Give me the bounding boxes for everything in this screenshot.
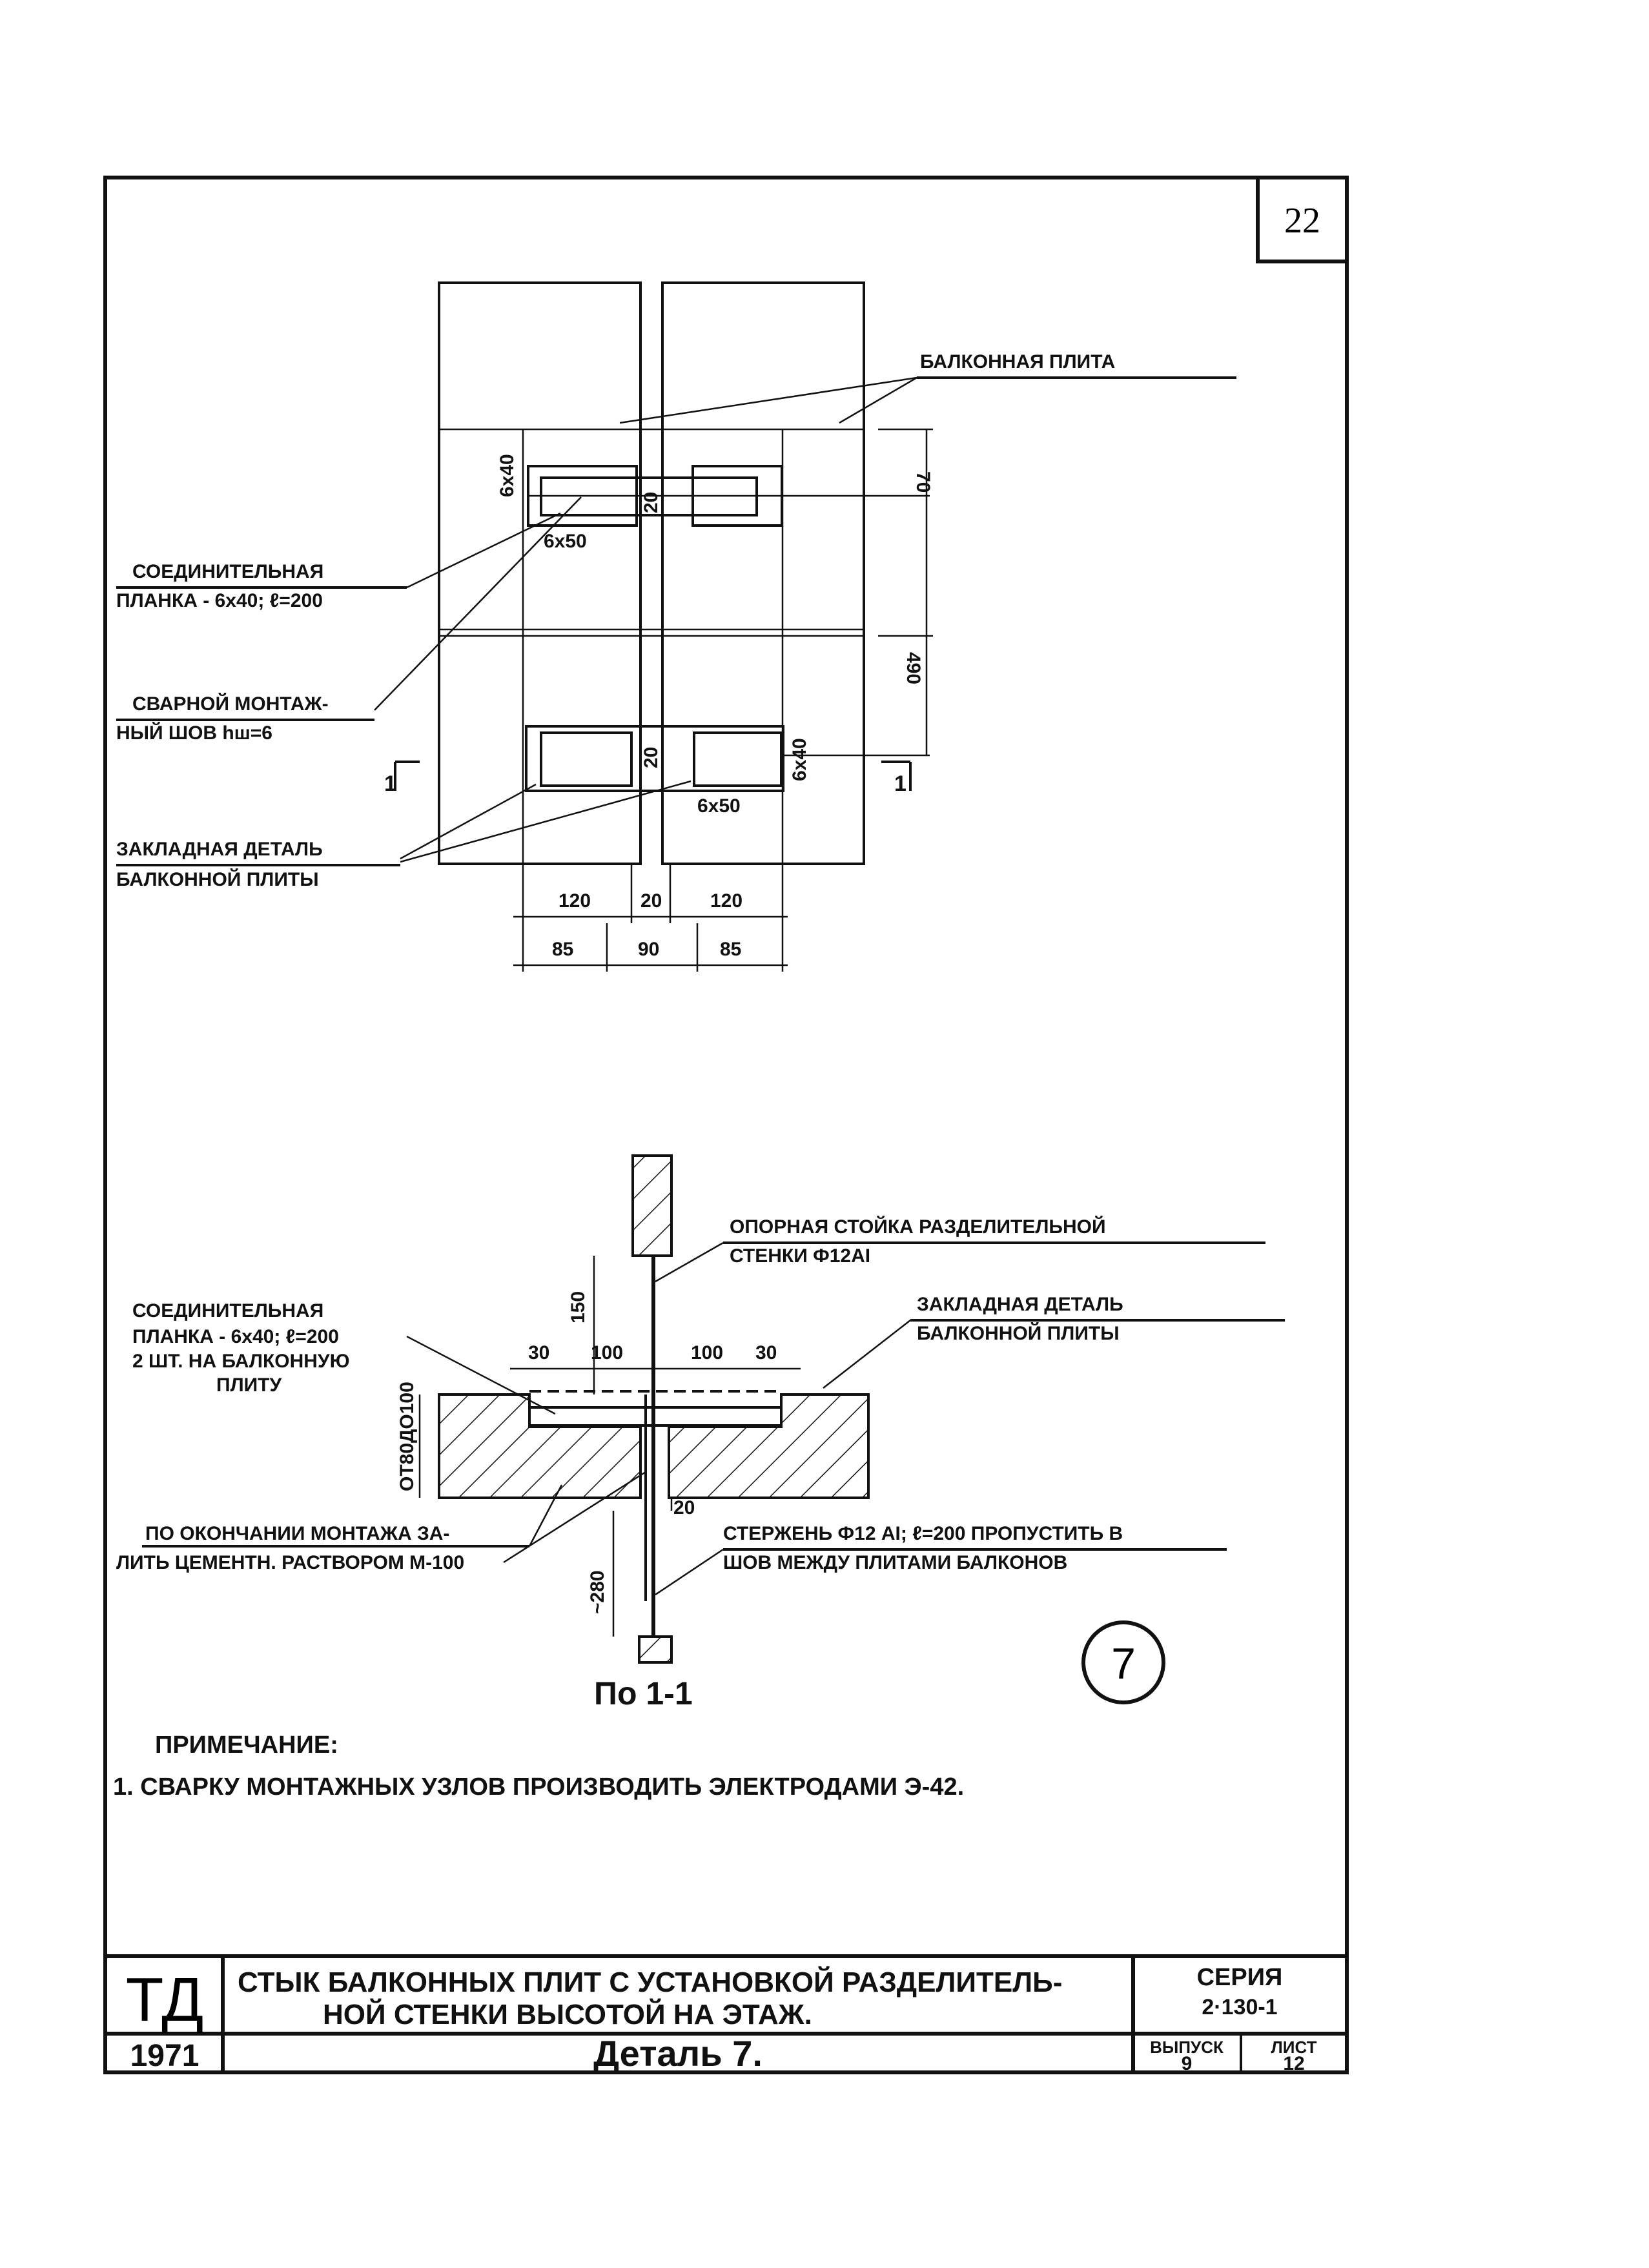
section-mark-right: 1	[894, 771, 906, 796]
label-weld-1: СВАРНОЙ МОНТАЖ-	[132, 693, 329, 715]
tb-sheet-label: ЛИСТ	[1271, 2038, 1317, 2057]
dim-20-top: 20	[640, 492, 662, 513]
label-sec-plate-4: ПЛИТУ	[216, 1374, 282, 1396]
section-view: 150 30 100 100 30 ОТ80ДО100 20 ~280 ОПОР…	[116, 1154, 1285, 1711]
label-sec-plate-1: СОЕДИНИТЕЛЬНАЯ	[132, 1300, 323, 1322]
dim-150: 150	[568, 1291, 589, 1323]
tb-series-value: 2·130-1	[1202, 1995, 1277, 2019]
label-embedded-part-2: БАЛКОННОЙ ПЛИТЫ	[116, 868, 319, 890]
label-sec-plate-3: 2 ШТ. НА БАЛКОННУЮ	[132, 1351, 350, 1372]
label-sec-embedded-2: БАЛКОННОЙ ПЛИТЫ	[917, 1322, 1120, 1344]
wall-stub-bottom	[638, 1635, 673, 1664]
tb-year: 1971	[130, 2039, 200, 2073]
tb-detail: Деталь 7.	[593, 2033, 763, 2074]
dim-280: ~280	[587, 1570, 608, 1614]
dim-30-left: 30	[528, 1342, 549, 1364]
dim-row2-b: 90	[638, 939, 659, 960]
slab-right	[668, 1393, 870, 1499]
wall-stub-top	[631, 1154, 673, 1257]
sheet-frame: 22	[103, 176, 1349, 2074]
section-leaders	[142, 1241, 1285, 1596]
tb-issue-value: 9	[1182, 2053, 1193, 2074]
label-connecting-plate-2: ПЛАНКА - 6х40; ℓ=200	[116, 590, 323, 611]
plan-view: 1 1 6х40 6х50 20 70 490 6х40 20 6х50 120	[116, 281, 1236, 972]
joint-upper	[527, 465, 930, 527]
tb-sheet-value: 12	[1283, 2053, 1304, 2074]
section-cut-marks: 1 1	[384, 761, 912, 796]
section-dims: 150 30 100 100 30 ОТ80ДО100 20 ~280	[396, 1256, 801, 1637]
dim-row2-a: 85	[552, 939, 573, 960]
plan-dim-chains: 120 20 120 85 90 85	[513, 865, 788, 972]
label-sec-plate-2: ПЛАНКА - 6х40; ℓ=200	[132, 1326, 339, 1347]
section-caption: По 1-1	[594, 1675, 693, 1711]
label-balcony-slab: БАЛКОННАЯ ПЛИТА	[920, 351, 1115, 373]
label-rod-1: СТЕРЖЕНЬ Ф12 AI; ℓ=200 ПРОПУСТИТЬ В	[723, 1523, 1123, 1544]
dim-6x40-bottom: 6х40	[789, 738, 810, 781]
note-title: ПРИМЕЧАНИЕ:	[155, 1732, 338, 1759]
tb-title-line1: СТЫК БАЛКОННЫХ ПЛИТ С УСТАНОВКОЙ РАЗДЕЛИ…	[238, 1965, 1062, 1998]
note-text: 1. СВАРКУ МОНТАЖНЫХ УЗЛОВ ПРОИЗВОДИТЬ ЭЛ…	[113, 1773, 964, 1801]
plan-dim-right	[878, 428, 933, 755]
dim-30-right: 30	[755, 1342, 777, 1364]
title-block: ТД 1971 СТЫК БАЛКОННЫХ ПЛИТ С УСТАНОВКОЙ…	[105, 1954, 1347, 2074]
dim-100-left: 100	[591, 1342, 623, 1364]
dim-100-right: 100	[691, 1342, 723, 1364]
dim-490: 490	[903, 652, 924, 684]
dim-row1-c: 120	[710, 890, 743, 912]
section-mark-left: 1	[384, 771, 396, 796]
dim-thickness: ОТ80ДО100	[396, 1382, 418, 1491]
tb-org: ТД	[126, 1965, 203, 2034]
detail-marker: 7	[1081, 1620, 1165, 1704]
dim-6x50-bottom: 6х50	[697, 795, 741, 817]
label-grout-2: ЛИТЬ ЦЕМЕНТН. РАСТВОРОМ М-100	[116, 1552, 464, 1573]
label-rod-2: ШОВ МЕЖДУ ПЛИТАМИ БАЛКОНОВ	[723, 1552, 1067, 1573]
tb-series-label: СЕРИЯ	[1197, 1964, 1283, 1991]
dim-row2-c: 85	[720, 939, 741, 960]
label-embedded-part-1: ЗАКЛАДНАЯ ДЕТАЛЬ	[116, 839, 323, 860]
dim-6x40-top: 6х40	[497, 454, 518, 497]
dim-20-bottom: 20	[640, 747, 662, 768]
joint-lower	[525, 725, 930, 792]
label-grout-1: ПО ОКОНЧАНИИ МОНТАЖА ЗА-	[145, 1523, 449, 1544]
label-post-1: ОПОРНАЯ СТОЙКА РАЗДЕЛИТЕЛЬНОЙ	[730, 1216, 1106, 1238]
dim-row1-b: 20	[640, 890, 662, 912]
label-weld-2: НЫЙ ШОВ hш=6	[116, 722, 272, 744]
dim-6x50-top: 6х50	[544, 531, 587, 552]
label-connecting-plate-1: СОЕДИНИТЕЛЬНАЯ	[132, 561, 323, 582]
sheet-number: 22	[1284, 201, 1320, 241]
dim-70: 70	[912, 471, 934, 493]
detail-marker-number: 7	[1111, 1639, 1136, 1688]
dim-row1-a: 120	[558, 890, 591, 912]
plan-leaders	[116, 376, 1236, 866]
slab-left	[438, 1393, 642, 1499]
label-sec-embedded-1: ЗАКЛАДНАЯ ДЕТАЛЬ	[917, 1294, 1123, 1315]
dim-20-section: 20	[673, 1497, 695, 1518]
label-post-2: СТЕНКИ Ф12AI	[730, 1245, 870, 1267]
tb-title-line2: НОЙ СТЕНКИ ВЫСОТОЙ НА ЭТАЖ.	[323, 1997, 812, 2030]
tb-issue-label: ВЫПУСК	[1150, 2038, 1224, 2057]
